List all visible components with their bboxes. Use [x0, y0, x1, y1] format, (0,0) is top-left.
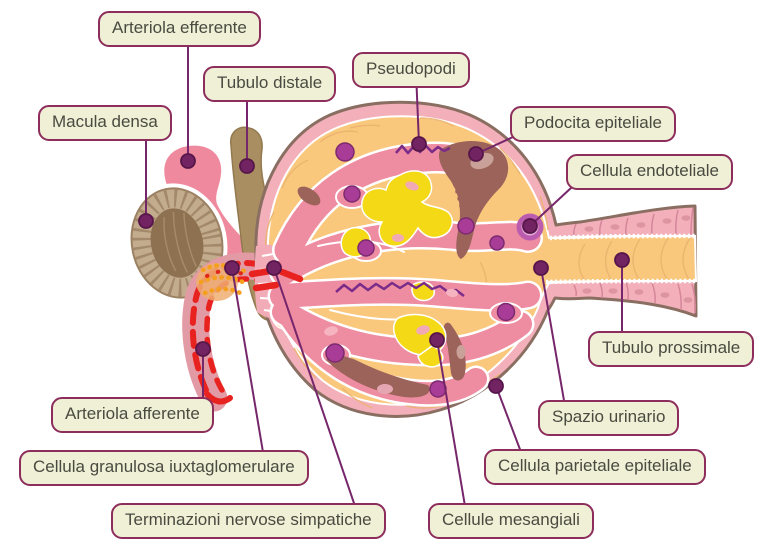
label-arteriola-afferente: Arteriola afferente: [51, 397, 214, 434]
label-cellula-granulosa-iuxtaglomerulare: Cellula granulosa iuxtaglomerulare: [19, 450, 309, 487]
podocytes: [297, 141, 509, 398]
label-cellula-endoteliale: Cellula endoteliale: [566, 154, 733, 191]
label-pseudopodi: Pseudopodi: [352, 52, 470, 89]
leader-dots: [138, 136, 630, 394]
proximal-tubule-wall: [545, 207, 697, 314]
label-tubulo-prossimale: Tubulo prossimale: [588, 331, 755, 368]
label-podocita-epiteliale: Podocita epiteliale: [510, 106, 676, 143]
label-arteriola-efferente: Arteriola efferente: [98, 11, 261, 48]
label-terminazioni-nervose-simpatiche: Terminazioni nervose simpatiche: [111, 503, 386, 540]
light-nuclei: [324, 288, 458, 336]
label-cellule-mesangiali: Cellule mesangiali: [428, 503, 594, 540]
label-macula-densa: Macula densa: [38, 105, 172, 142]
label-spazio-urinario: Spazio urinario: [538, 400, 680, 437]
label-tubulo-distale: Tubulo distale: [203, 66, 337, 103]
label-cellula-parietale-epiteliale: Cellula parietale epiteliale: [484, 449, 706, 486]
cell-nuclei: [325, 142, 516, 398]
